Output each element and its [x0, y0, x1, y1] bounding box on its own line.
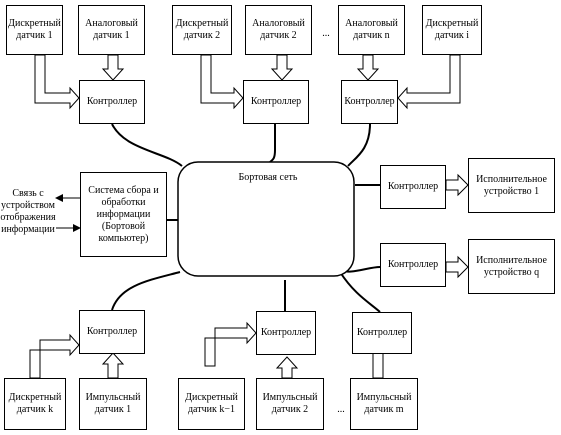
sensor-discrete-1: Дискретный датчик 1	[6, 5, 63, 55]
hollow-arrow-ims2	[275, 356, 299, 379]
hollow-arrow-dsk	[29, 333, 80, 379]
controller-label: Контроллер	[260, 327, 312, 338]
controller-label: Контроллер	[86, 326, 138, 337]
onboard-network-label: Бортовая сеть	[238, 172, 298, 183]
controller-5: Контроллер	[256, 311, 316, 355]
sensor-pulse-1: Импульсный датчик 1	[79, 378, 147, 430]
hollow-arrow-act1	[445, 173, 469, 197]
sensor-label: Дискретный датчик k	[8, 392, 62, 415]
sensor-label: Аналоговый датчик 2	[252, 18, 305, 41]
bus-line-ctl6	[339, 271, 381, 313]
display-link-label: Связь с устройством отображения информац…	[0, 188, 56, 235]
hollow-arrow-as1	[101, 54, 125, 81]
sensor-analog-n: Аналоговый датчик n	[338, 5, 405, 55]
sensor-discrete-k: Дискретный датчик k	[4, 378, 66, 430]
controller-label: Контроллер	[250, 96, 302, 107]
hollow-arrow-ds2	[200, 54, 244, 110]
sensor-label: Дискретный датчик i	[425, 18, 479, 41]
data-processing-system: Система сбора и обработки информации (Бо…	[80, 172, 167, 257]
sensor-pulse-m: Импульсный датчик m	[350, 378, 418, 430]
sensor-discrete-i: Дискретный датчик i	[422, 5, 482, 55]
onboard-network-shape	[177, 161, 355, 277]
controller-label: Контроллер	[387, 259, 439, 270]
hollow-arrow-as2	[270, 54, 294, 81]
sensor-pulse-2: Импульсный датчик 2	[256, 378, 324, 430]
controller-2: Контроллер	[243, 80, 309, 124]
sensor-label: Аналоговый датчик n	[345, 18, 398, 41]
controller-act-q: Контроллер	[380, 243, 446, 287]
ellipsis-bottom: ...	[337, 404, 345, 415]
controller-label: Контроллер	[86, 96, 138, 107]
controller-1: Контроллер	[79, 80, 145, 124]
sensor-label: Дискретный датчик 2	[175, 18, 229, 41]
ellipsis-top: ...	[322, 28, 330, 39]
sensor-label: Дискретный датчик 1	[8, 18, 61, 41]
sensor-analog-1: Аналоговый датчик 1	[78, 5, 145, 55]
sensor-label: Импульсный датчик 2	[262, 392, 318, 415]
hollow-arrow-actq	[445, 255, 469, 279]
hollow-arrow-ims1	[101, 352, 125, 379]
sensor-label: Дискретный датчик k−1	[185, 392, 238, 415]
controller-label: Контроллер	[344, 96, 395, 107]
system-label: Система сбора и обработки информации (Бо…	[88, 184, 159, 244]
hollow-arrow-ds1	[34, 54, 80, 110]
actuator-label: Исполнительное устройство 1	[476, 173, 547, 197]
sensor-discrete-k-1: Дискретный датчик k−1	[178, 378, 245, 430]
hollow-arrow-dsi	[397, 54, 461, 110]
actuator-1: Исполнительное устройство 1	[468, 158, 555, 213]
hollow-arrow-dskm1	[204, 321, 257, 367]
bus-line-ctl4	[111, 271, 181, 311]
sensor-discrete-2: Дискретный датчик 2	[172, 5, 232, 55]
hollow-arrow-asn	[356, 54, 380, 81]
sensor-label: Импульсный датчик 1	[85, 392, 141, 415]
sensor-label: Аналоговый датчик 1	[85, 18, 138, 41]
sensor-analog-2: Аналоговый датчик 2	[245, 5, 312, 55]
bus-line-ctl3	[347, 123, 371, 167]
controller-4: Контроллер	[79, 310, 145, 354]
controller-3: Контроллер	[341, 80, 398, 124]
controller-act-1: Контроллер	[380, 165, 446, 209]
actuator-label: Исполнительное устройство q	[476, 254, 547, 278]
bus-line-ctl1	[111, 123, 183, 167]
actuator-q: Исполнительное устройство q	[468, 239, 555, 294]
sensor-label: Импульсный датчик m	[356, 392, 412, 415]
controller-label: Контроллер	[356, 327, 408, 338]
controller-6: Контроллер	[352, 312, 412, 354]
bus-line-ctl2	[269, 124, 276, 163]
controller-label: Контроллер	[387, 181, 439, 192]
